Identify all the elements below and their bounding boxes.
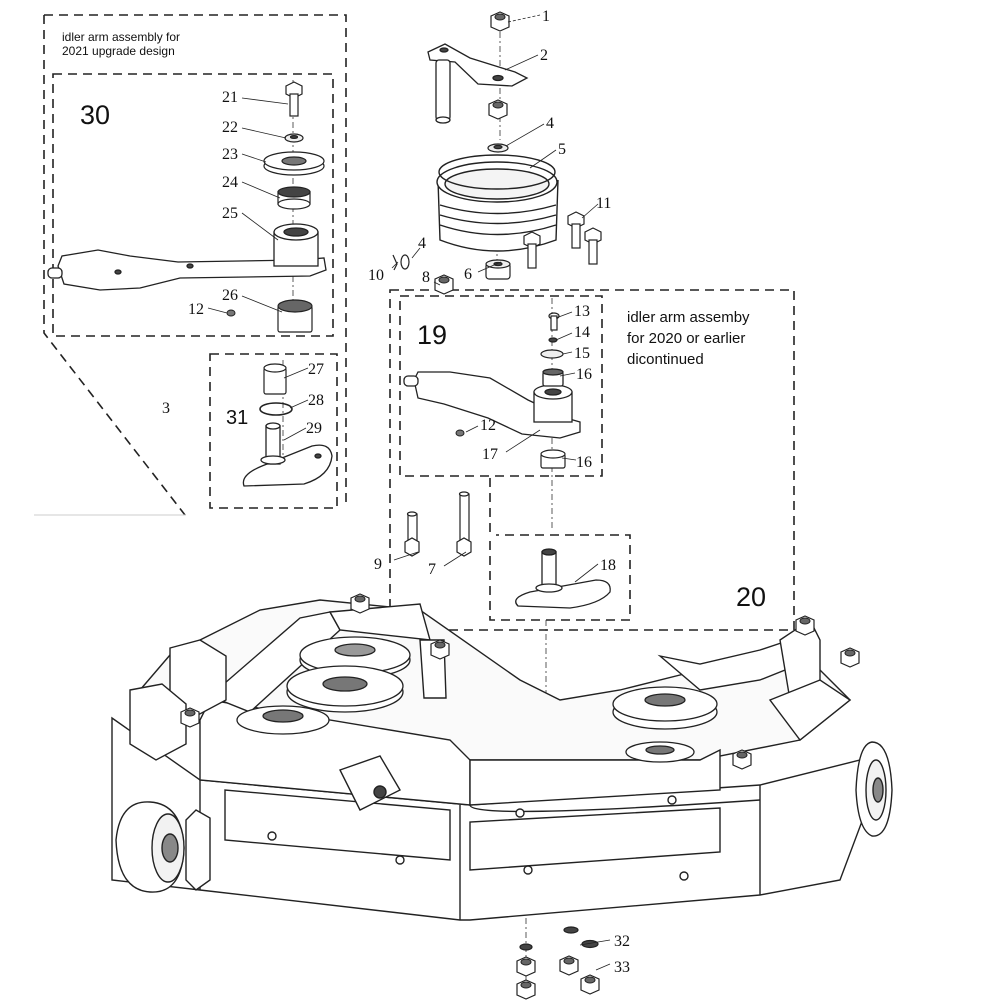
callout-18: 18 — [600, 557, 616, 574]
assembly-number-19: 19 — [417, 320, 447, 350]
callout-27: 27 — [308, 361, 324, 378]
part-5-pulley-icon — [436, 154, 559, 252]
callout-7: 7 — [428, 561, 436, 578]
part-3-hex-nut-icon — [488, 99, 508, 120]
callout-22: 22 — [222, 119, 238, 136]
callout-4-top: 4 — [546, 115, 554, 132]
callout-32: 32 — [614, 933, 630, 950]
callout-1: 1 — [542, 8, 550, 25]
part-28-snap-ring-icon — [259, 402, 293, 416]
part-1-hex-nut-icon — [490, 11, 510, 32]
part-13-bolt-icon — [548, 312, 560, 331]
assembly-number-20: 20 — [736, 582, 766, 612]
upgrade-note: idler arm assembly for 2021 upgrade desi… — [62, 30, 180, 58]
part-2-bracket-icon — [427, 43, 529, 124]
part-9-bolt-icon — [404, 511, 420, 557]
callout-4-left: 4 — [418, 235, 426, 252]
part-22-washer-icon — [284, 133, 304, 143]
part-16-bearing-icon — [540, 449, 566, 469]
part-23-pulley-icon — [263, 151, 325, 176]
part-32-washer-icon — [519, 926, 599, 951]
legacy-note-line2: for 2020 or earlier — [627, 330, 746, 347]
idler-arm-upgrade-icon — [47, 223, 327, 291]
callout-12-legacy: 12 — [480, 417, 496, 434]
callout-28: 28 — [308, 392, 324, 409]
callout-24: 24 — [222, 174, 238, 191]
idler-arm-legacy-icon — [403, 368, 581, 439]
part-7-bolt-icon — [456, 491, 472, 557]
assembly-number-31: 31 — [226, 407, 248, 429]
callout-26: 26 — [222, 287, 238, 304]
legacy-assembly-frame — [389, 289, 795, 631]
part-6-bushing-icon — [485, 259, 511, 280]
callout-11: 11 — [596, 195, 611, 212]
assembly-number-30: 30 — [80, 100, 110, 130]
callout-labels: 1 2 4 5 11 4 10 8 6 13 14 15 16 12 17 16… — [162, 8, 630, 976]
assembly-numbers: 30 31 19 20 — [80, 100, 766, 612]
part-10-washer-icon — [392, 254, 410, 271]
part-21-bolt-icon — [285, 81, 303, 117]
part-4-washer-icon — [487, 143, 509, 153]
caster-wheel-right-icon — [855, 741, 893, 837]
part-24-bearing-icon — [277, 186, 311, 210]
part-33-hex-nut-icon — [516, 955, 600, 1000]
callout-10: 10 — [368, 267, 384, 284]
callout-16-top: 16 — [576, 366, 592, 383]
callout-2: 2 — [540, 47, 548, 64]
callout-15: 15 — [574, 345, 590, 362]
part-29-spindle-plate-icon — [242, 422, 333, 487]
legacy-note-line1: idler arm assemby — [627, 309, 750, 326]
callout-21: 21 — [222, 89, 238, 106]
callout-12-upgrade: 12 — [188, 301, 204, 318]
callout-25: 25 — [222, 205, 238, 222]
mower-deck-icon — [111, 599, 871, 921]
legacy-note: idler arm assemby for 2020 or earlier di… — [627, 307, 750, 370]
deck-bracket-frame — [129, 603, 852, 811]
upgrade-note-line1: idler arm assembly for — [62, 30, 181, 44]
legacy-note-line3: dicontinued — [627, 351, 704, 368]
part-8-hex-nut-icon — [434, 274, 454, 295]
callout-6: 6 — [464, 266, 472, 283]
leader-lines — [207, 14, 611, 971]
callout-29: 29 — [306, 420, 322, 437]
callout-5: 5 — [558, 141, 566, 158]
deck-pulley-right-icon — [612, 686, 718, 763]
upgrade-note-line2: 2021 upgrade design — [62, 44, 175, 58]
assembly-number-3: 3 — [162, 400, 170, 417]
callout-13: 13 — [574, 303, 590, 320]
part-15-washer-icon — [540, 337, 564, 359]
callout-33: 33 — [614, 959, 630, 976]
upgrade-assembly-frame — [43, 14, 347, 516]
part-18-spindle-plate-icon — [515, 548, 611, 609]
deck-pulley-left-icon — [236, 636, 411, 735]
part-12-grease-fitting-icon — [226, 309, 465, 437]
part-11-bolt-icon — [523, 211, 602, 269]
callout-14: 14 — [574, 324, 590, 341]
callout-8: 8 — [422, 269, 430, 286]
caster-wheel-left-icon — [115, 801, 211, 893]
part-26-bearing-icon — [277, 299, 313, 333]
part-27-sleeve-icon — [263, 363, 287, 395]
callout-17: 17 — [482, 446, 498, 463]
callout-9: 9 — [374, 556, 382, 573]
callout-16-bottom: 16 — [576, 454, 592, 471]
callout-23: 23 — [222, 146, 238, 163]
